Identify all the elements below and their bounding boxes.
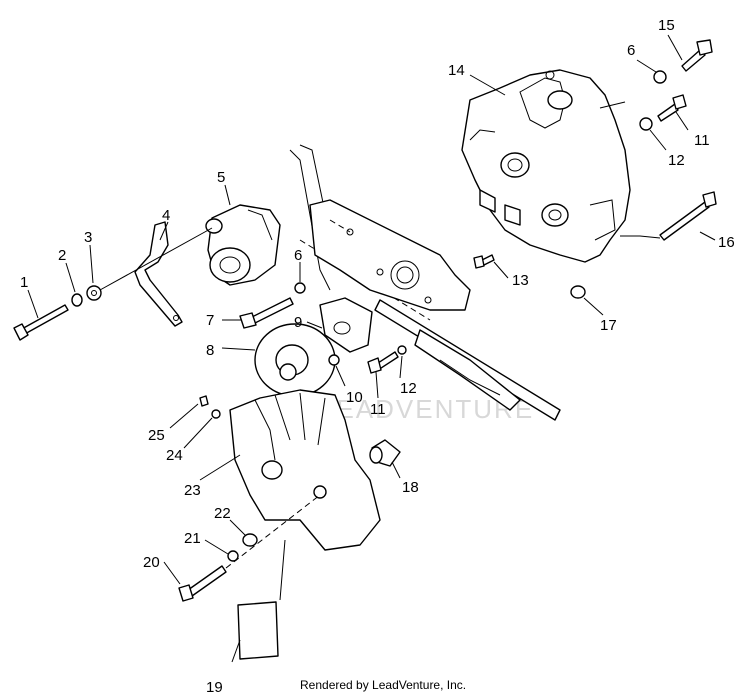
callout-4: 4: [162, 207, 170, 224]
bolt-7: [239, 297, 294, 329]
bolt-1: [13, 304, 69, 341]
bolt-13: [473, 254, 495, 269]
callout-17: 17: [600, 317, 617, 334]
bolt-11-upper: [657, 94, 687, 122]
callout-5: 5: [217, 169, 225, 186]
washer-21: [227, 550, 239, 562]
nut-17: [570, 285, 586, 299]
mounting-plate: [309, 199, 471, 311]
washer-12-upper: [639, 117, 653, 131]
callout-14: 14: [448, 62, 465, 79]
callout-8: 8: [206, 342, 214, 359]
footer-credit: Rendered by LeadVenture, Inc.: [300, 678, 467, 692]
motor-assembly: [205, 204, 281, 286]
nut-10: [328, 354, 340, 366]
callout-7: 7: [206, 312, 214, 329]
bracket-part: [134, 221, 183, 327]
pulley-8: [254, 323, 336, 397]
callout-18: 18: [402, 479, 419, 496]
bolt-20: [178, 565, 227, 602]
callout-6-upper: 6: [627, 42, 635, 59]
washer-6-lower: [294, 282, 306, 294]
callout-3: 3: [84, 229, 92, 246]
callout-13: 13: [512, 272, 529, 289]
callout-10: 10: [346, 389, 363, 406]
callout-11-upper: 11: [694, 132, 710, 149]
screw-25: [199, 395, 209, 407]
bolt-16: [659, 191, 717, 241]
callout-24: 24: [166, 447, 183, 464]
belt-guard-23: [229, 389, 381, 551]
callout-19: 19: [206, 679, 223, 696]
washer-2: [71, 293, 83, 307]
callout-2: 2: [58, 247, 66, 264]
callout-22: 22: [214, 505, 231, 522]
washer-6-upper: [653, 70, 667, 84]
plate-9: [319, 297, 373, 353]
callout-25: 25: [148, 427, 165, 444]
callout-23: 23: [184, 482, 201, 499]
callout-12-lower: 12: [400, 380, 417, 397]
callout-1: 1: [20, 274, 28, 291]
washer-3: [86, 285, 102, 301]
callout-21: 21: [184, 530, 201, 547]
callout-15: 15: [658, 17, 675, 34]
bolt-11-lower: [367, 351, 399, 374]
leader-lines: [27, 34, 716, 663]
washer-22: [242, 533, 258, 547]
callout-12-upper: 12: [668, 152, 685, 169]
callout-11-lower: 11: [370, 401, 386, 418]
bolt-15: [681, 39, 713, 72]
callout-9: 9: [294, 314, 302, 331]
callout-16: 16: [718, 234, 735, 251]
decal-19: [237, 601, 279, 660]
washer-12-lower: [397, 345, 407, 355]
callout-numbers: 1 2 3 4 5 6 6 7 8 9 10 11 11 12 12 13 14…: [20, 17, 735, 696]
callout-6-lower: 6: [294, 247, 302, 264]
washer-24: [211, 409, 221, 419]
spacer-18: [369, 439, 401, 467]
transmission-housing: [461, 69, 631, 263]
callout-20: 20: [143, 554, 160, 571]
